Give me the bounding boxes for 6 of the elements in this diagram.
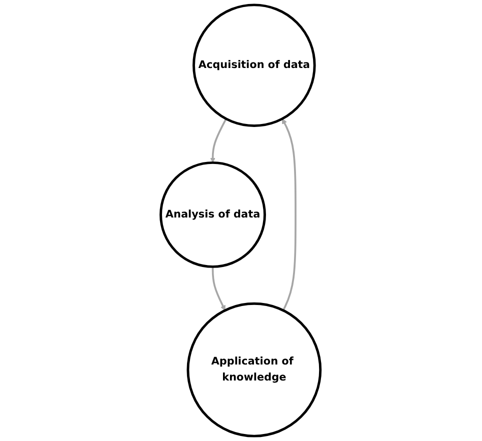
node-circle: Application of knowledge (187, 302, 322, 438)
arrow (210, 118, 228, 163)
arrow (212, 266, 226, 311)
arrow (282, 118, 297, 311)
node-circle: Acquisition of data (192, 4, 316, 127)
node-circle: Analysis of data (160, 161, 266, 268)
